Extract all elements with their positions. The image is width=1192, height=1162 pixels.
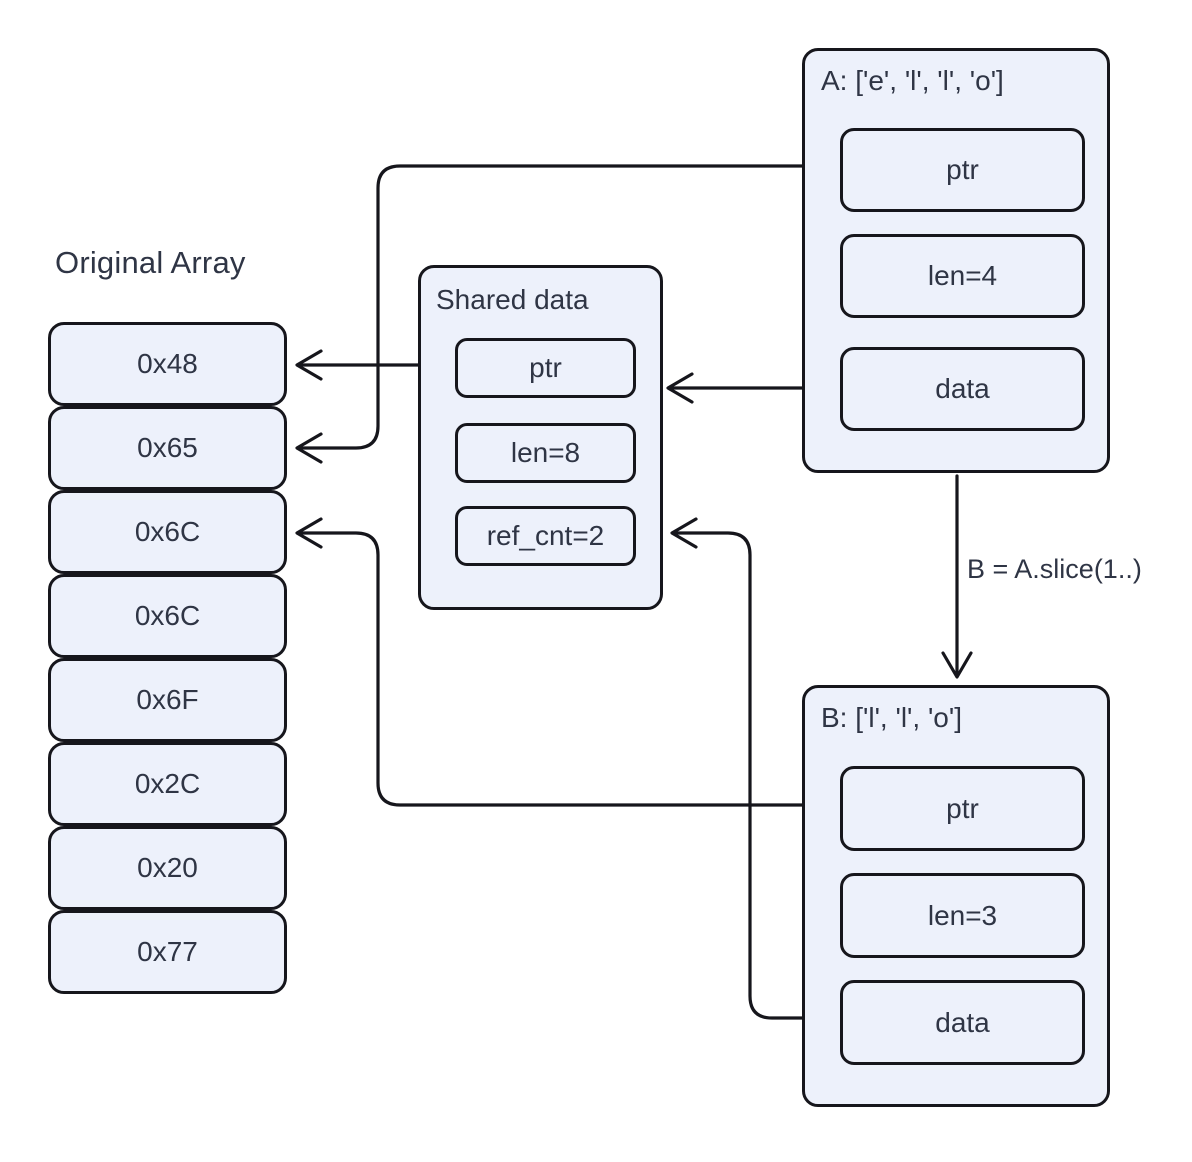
array-cell-1: 0x65 [48, 406, 287, 490]
node-b-ptr-field: ptr [840, 766, 1085, 851]
node-a-title: A: ['e', 'l', 'l', 'o'] [821, 65, 1004, 96]
array-cell-7: 0x77 [48, 910, 287, 994]
shared-data-box: Shared data ptr len=8 ref_cnt=2 [418, 265, 663, 610]
node-b-len-field: len=3 [840, 873, 1085, 958]
shared-len-field: len=8 [455, 423, 636, 483]
node-a-box: A: ['e', 'l', 'l', 'o'] ptr len=4 data [802, 48, 1110, 473]
array-cell-0: 0x48 [48, 322, 287, 406]
original-array-title: Original Array [55, 245, 246, 280]
arrowhead-left-icon [295, 349, 323, 381]
arrowhead-left-icon [670, 517, 698, 549]
array-cell-6: 0x20 [48, 826, 287, 910]
slice-edge-label: B = A.slice(1..) [967, 554, 1142, 584]
node-b-title: B: ['l', 'l', 'o'] [821, 702, 962, 733]
arrowhead-left-icon [295, 517, 323, 549]
shared-data-title: Shared data [436, 284, 589, 315]
shared-refcnt-field: ref_cnt=2 [455, 506, 636, 566]
node-a-data-field: data [840, 347, 1085, 431]
arrowhead-left-icon [295, 432, 323, 464]
array-cell-5: 0x2C [48, 742, 287, 826]
shared-ptr-field: ptr [455, 338, 636, 398]
arrowhead-left-icon [666, 372, 694, 404]
node-a-len-field: len=4 [840, 234, 1085, 318]
array-cell-2: 0x6C [48, 490, 287, 574]
array-cell-3: 0x6C [48, 574, 287, 658]
arrowhead-down-icon [941, 651, 973, 679]
array-cell-4: 0x6F [48, 658, 287, 742]
node-b-box: B: ['l', 'l', 'o'] ptr len=3 data [802, 685, 1110, 1107]
node-a-ptr-field: ptr [840, 128, 1085, 212]
node-b-data-field: data [840, 980, 1085, 1065]
